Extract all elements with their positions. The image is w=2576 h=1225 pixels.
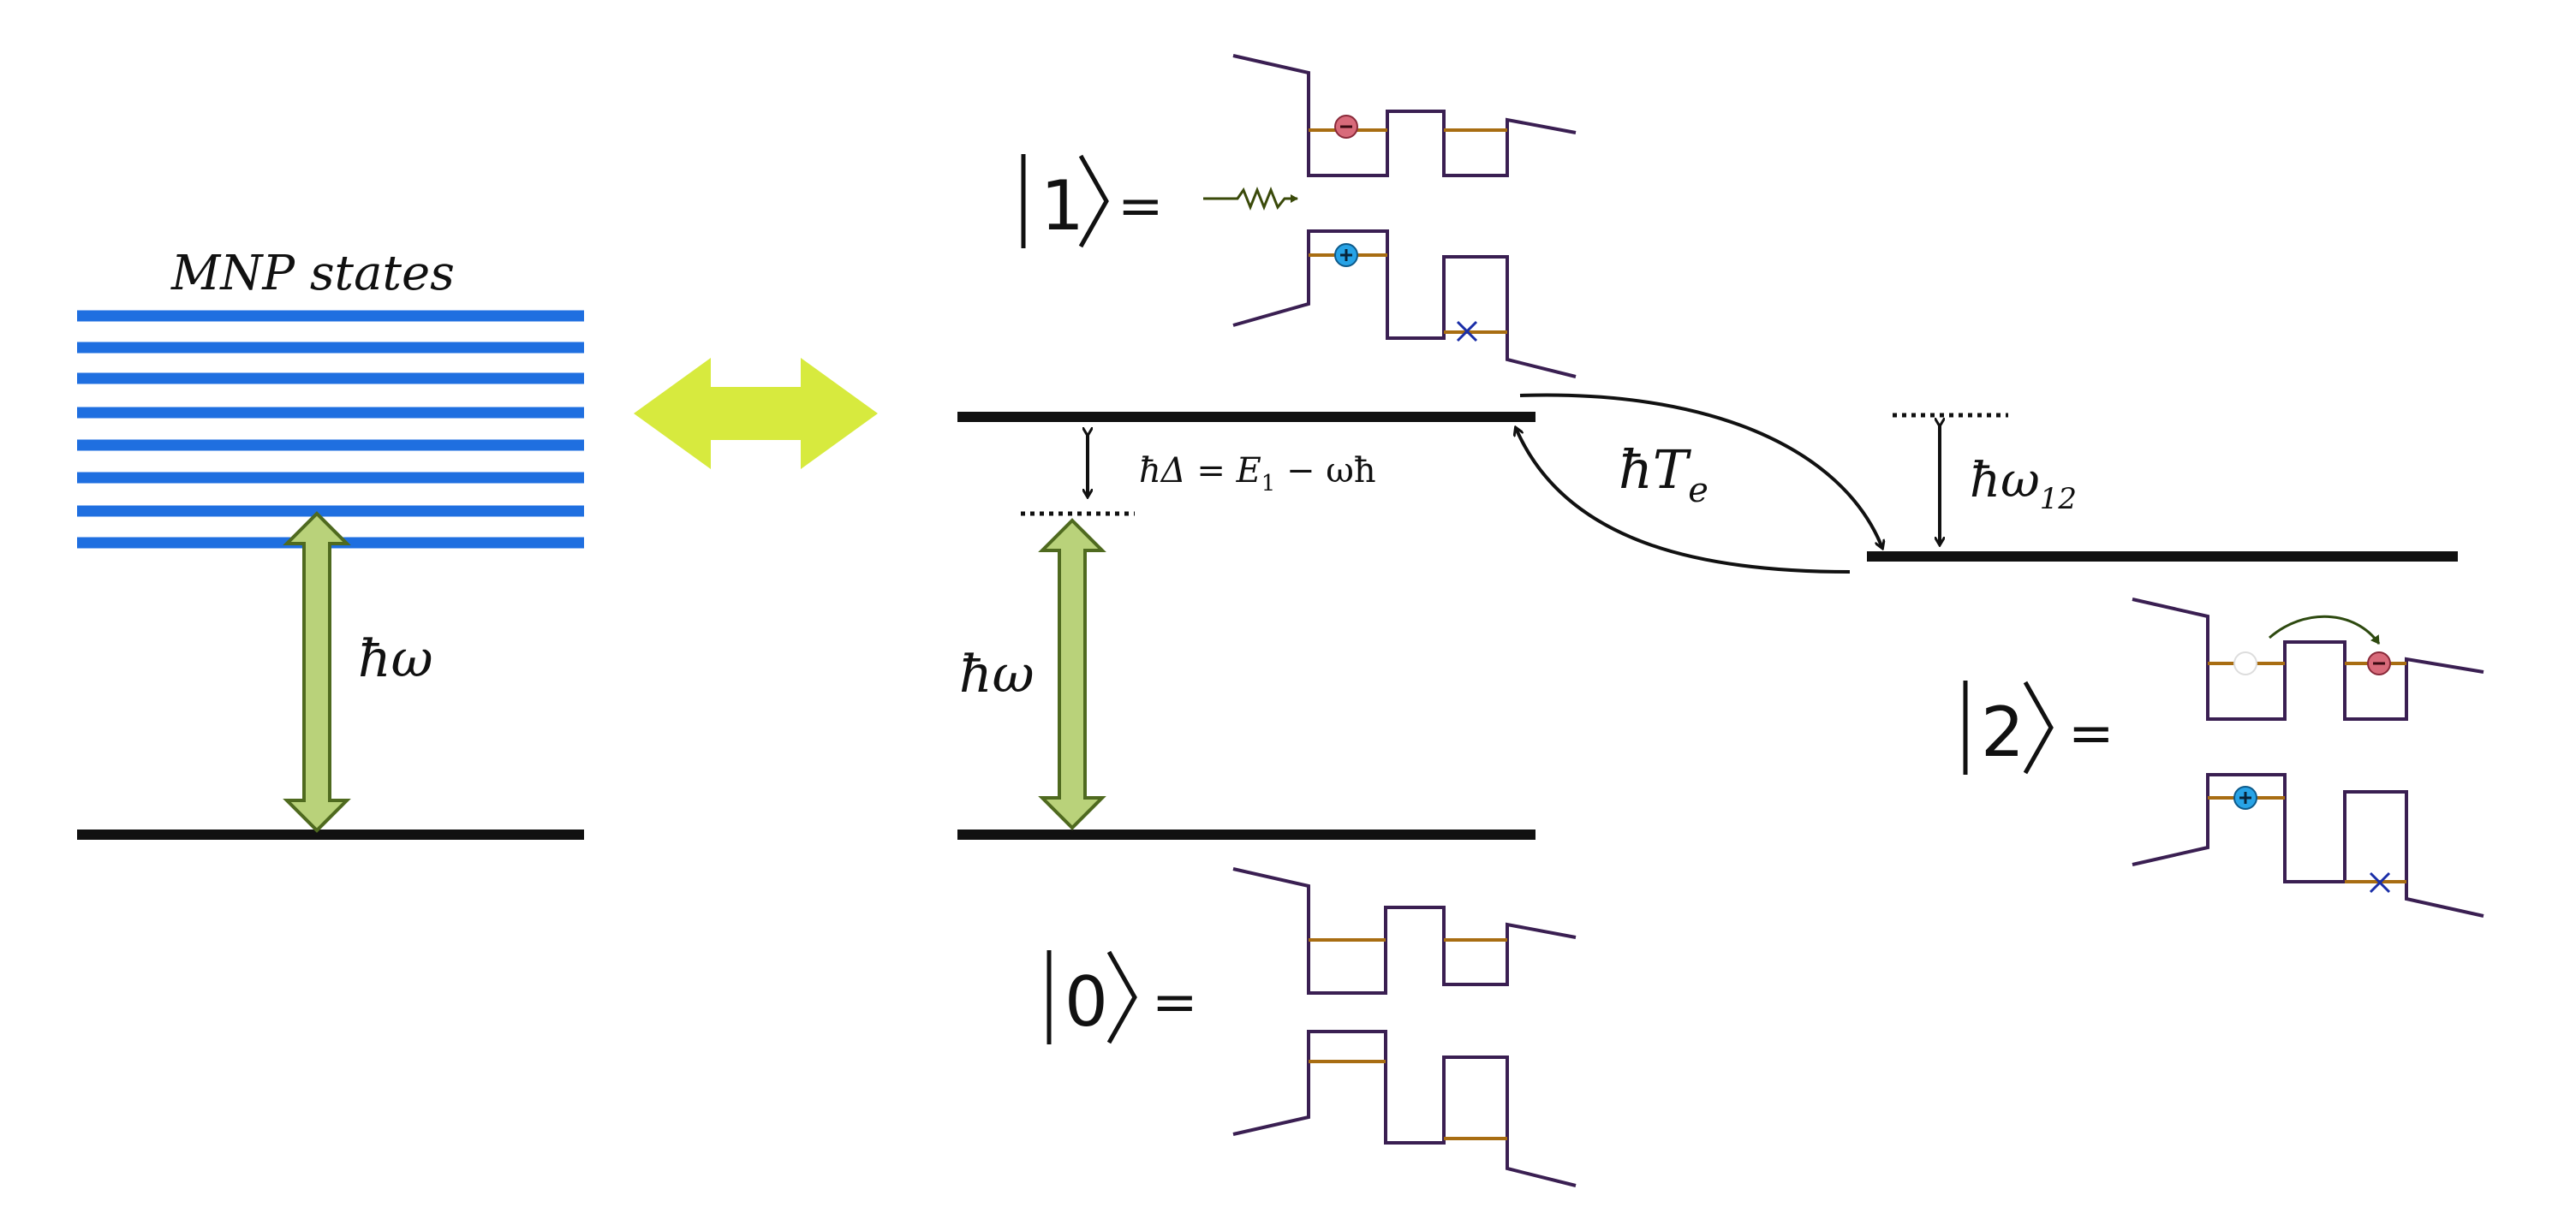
photon-wavy-arrow-icon bbox=[1203, 186, 1298, 211]
tunneling-arrow-back bbox=[1516, 428, 1851, 574]
ket-0-label: 0 bbox=[1064, 962, 1108, 1042]
coupling-double-arrow-icon bbox=[634, 358, 878, 469]
mnp-panel: MNP states ħω bbox=[77, 246, 584, 840]
vacancy-circle-icon bbox=[2233, 651, 2257, 675]
qd-energy-arrow bbox=[1038, 518, 1106, 830]
qd-levels: ħΔ = E1 − ωħ ħω ħTe ħω12 bbox=[957, 393, 2458, 840]
ket-0-equals: = bbox=[1152, 971, 1198, 1034]
ket-2-equals: = bbox=[2068, 702, 2114, 765]
empty-state-x-icon bbox=[2369, 871, 2391, 894]
empty-state-x-icon bbox=[1456, 320, 1478, 342]
valence-band-edge bbox=[2132, 773, 2484, 918]
tunneling-label: ħTe bbox=[1619, 438, 1708, 510]
mnp-energy-label: ħω bbox=[358, 629, 433, 689]
splitting-label: ħω12 bbox=[1970, 453, 2077, 516]
band-diagram-state-0 bbox=[1232, 867, 1577, 1187]
ket-state-2: 2 = bbox=[1963, 681, 2114, 775]
band-diagram-state-1 bbox=[1203, 54, 1577, 378]
mnp-continuum-lines bbox=[77, 310, 584, 549]
conduction-band-edge bbox=[1232, 867, 1577, 995]
tunneling-arrow-forward bbox=[1519, 393, 1882, 548]
conduction-band-edge bbox=[1232, 54, 1577, 177]
electron-hop-arrow bbox=[2269, 615, 2381, 645]
valence-band-edge bbox=[1232, 1030, 1577, 1187]
mnp-energy-arrow bbox=[283, 511, 351, 833]
band-diagram-state-2 bbox=[2132, 598, 2484, 918]
ket-state-0: 0 = bbox=[1046, 950, 1198, 1044]
ket-angle bbox=[1106, 950, 1137, 1044]
electron-icon bbox=[1334, 115, 1358, 139]
valence-band-edge bbox=[1232, 229, 1577, 378]
qd-energy-label: ħω bbox=[959, 645, 1035, 705]
conduction-band-edge bbox=[2132, 598, 2484, 721]
ket-1-equals: = bbox=[1118, 175, 1164, 238]
ket-angle bbox=[1078, 154, 1109, 248]
hole-icon bbox=[1334, 243, 1358, 267]
mnp-title: MNP states bbox=[170, 246, 455, 301]
ket-state-1: 1 = bbox=[1021, 154, 1164, 248]
hole-icon bbox=[2233, 786, 2257, 810]
ket-1-label: 1 bbox=[1041, 166, 1084, 246]
ket-2-label: 2 bbox=[1981, 693, 2024, 772]
electron-icon bbox=[2367, 651, 2391, 675]
ket-angle bbox=[2023, 681, 2054, 775]
detuning-label: ħΔ = E1 − ωħ bbox=[1139, 451, 1376, 497]
